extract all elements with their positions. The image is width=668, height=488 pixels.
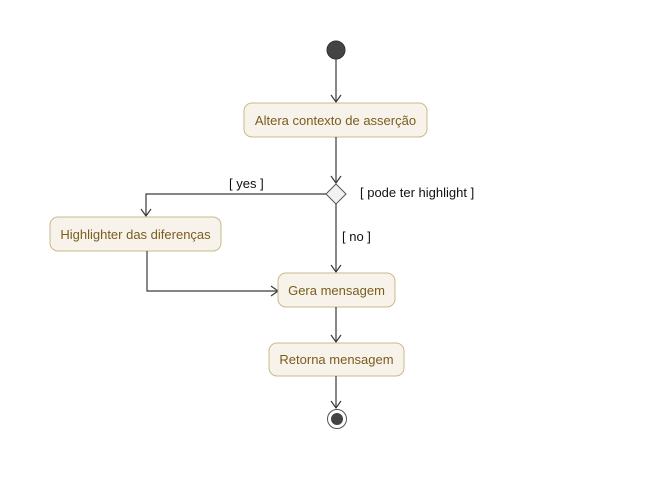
arrowhead-decision — [330, 175, 342, 185]
initial-node — [326, 40, 346, 60]
action-highlighter-box — [49, 216, 222, 252]
decision-label: [ pode ter highlight ] — [360, 185, 474, 200]
decision-node — [325, 183, 347, 205]
action-gera-mensagem-label: Gera mensagem — [288, 283, 385, 298]
arrowhead-retorna — [330, 334, 342, 344]
action-highlighter-label: Highlighter das diferenças — [60, 227, 211, 242]
arrowhead-final — [330, 400, 342, 410]
action-altera-contexto: Altera contexto de asserção — [243, 102, 428, 138]
action-altera-contexto-label: Altera contexto de asserção — [255, 113, 416, 128]
arrowhead-highlighter — [140, 208, 152, 218]
action-highlighter: Highlighter das diferenças — [49, 216, 222, 252]
flow-highlighter-to-gera — [146, 251, 278, 292]
guard-no-label: [ no ] — [342, 229, 371, 244]
arrowhead-altera — [330, 94, 342, 104]
final-node — [327, 409, 347, 429]
flow-yes-to-highlighter — [145, 193, 326, 216]
final-node-core — [331, 413, 343, 425]
arrowhead-gera-top — [330, 264, 342, 274]
action-gera-mensagem: Gera mensagem — [277, 272, 396, 308]
guard-yes-label: [ yes ] — [229, 176, 264, 191]
action-retorna-mensagem-label: Retorna mensagem — [279, 352, 393, 367]
action-retorna-mensagem: Retorna mensagem — [268, 342, 405, 377]
